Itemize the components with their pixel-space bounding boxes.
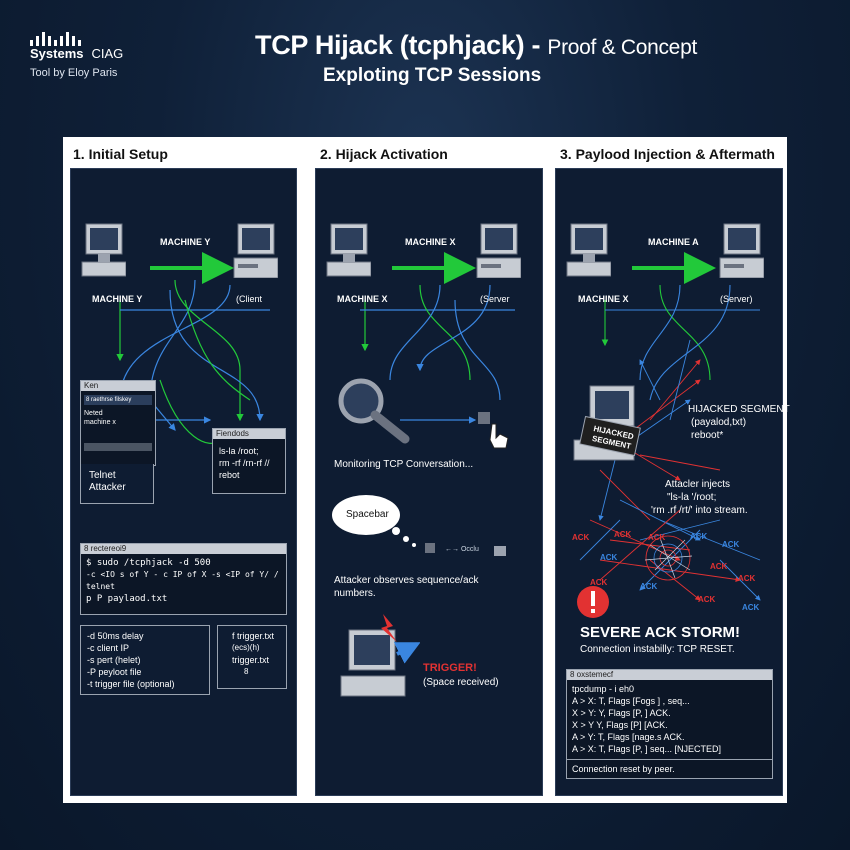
panel-3-left-label: MACHINE X	[578, 294, 629, 304]
panel-3-arrow-label: MACHINE A	[648, 237, 699, 247]
panel-3-right-label: (Server)	[720, 294, 753, 304]
panel-1-right-label: (Client	[236, 294, 263, 304]
ack-label: ACK	[690, 532, 708, 541]
panel-3-flows	[601, 284, 760, 401]
bubble-text: Spacebar	[346, 509, 389, 520]
panel-2-right-label: (Server	[480, 294, 510, 304]
ack-label: ACK	[738, 574, 756, 583]
options-list: -d 50ms delay -c client IP -s pert (hele…	[80, 625, 210, 695]
ack-label: ACK	[640, 582, 658, 591]
monitoring-text: Monitoring TCP Conversation...	[334, 459, 474, 470]
commands-window: Fiendods ls-la /root; rm -rf /rn-rf // r…	[212, 428, 286, 494]
page-title: TCP Hijack (tcphjack) - Proof & Concept	[255, 30, 697, 60]
hijacked-segment-text: HIJACKED SEGMENT (payalod,txt) reboot*	[688, 404, 790, 441]
tcpdump-terminal: 8 oxstemecf tpcdump - i eh0 A > X: T, Fl…	[566, 669, 773, 779]
panel-2-left-label: MACHINE X	[337, 294, 388, 304]
computer-icon	[476, 223, 521, 278]
mini-label: ←→ Occlu	[445, 546, 479, 553]
storm-subtext: Connection instabilly: TCP RESET.	[580, 644, 735, 655]
cisco-logo-icon	[30, 30, 90, 46]
storm-title: SEVERE ACK STORM!	[580, 624, 741, 641]
page-subtitle: Exploting TCP Sessions	[323, 65, 542, 86]
tcphjack-command-terminal: 8 rectereoi9 $ sudo /tcphjack -d 500 -c …	[80, 543, 287, 615]
ack-label: ACK	[600, 553, 618, 562]
ack-label: ACK	[614, 530, 632, 539]
ack-label: ACK	[742, 603, 760, 612]
panel-2-flows	[360, 284, 515, 424]
ack-label: ACK	[648, 533, 666, 542]
panel-3-title: 3. Paylood Injection & Aftermath	[560, 146, 775, 162]
trigger-file-box: f trigger.txt (ecs)(h) trigger.txt 8	[217, 625, 287, 689]
tool-credit: Tool by Eloy Paris	[30, 67, 118, 79]
trigger-label: TRIGGER!	[423, 662, 477, 674]
ack-storm-lines	[579, 339, 761, 601]
panel-1-arrow-label: MACHINE Y	[160, 237, 211, 247]
ack-storm-center	[644, 535, 693, 581]
panel-1-title: 1. Initial Setup	[73, 146, 168, 162]
panel-1-flows	[116, 279, 270, 447]
hijacked-computer-icon	[573, 385, 641, 461]
trigger-computer-icon	[340, 614, 420, 697]
ack-label: ACK	[572, 533, 590, 542]
panel-2-arrow-label: MACHINE X	[405, 237, 456, 247]
computer-icon	[81, 223, 126, 277]
trigger-subtext: (Space received)	[423, 677, 499, 688]
computer-icon	[233, 223, 278, 278]
ack-label: ACK	[722, 540, 740, 549]
panel-1-left-label: MACHINE Y	[92, 294, 143, 304]
ack-label: ACK	[590, 578, 608, 587]
computer-icon	[719, 223, 764, 278]
computer-icon	[566, 223, 611, 277]
packet-icon	[425, 543, 435, 553]
hand-cursor-icon	[478, 412, 509, 449]
warning-icon	[577, 586, 609, 618]
ack-label: ACK	[698, 595, 716, 604]
computer-icon	[326, 223, 371, 277]
panel-2-title: 2. Hijack Activation	[320, 146, 448, 162]
magnifier-icon	[338, 378, 410, 444]
attacker-window: Ken 8 raethrse filskey Neted machine x	[80, 380, 156, 466]
speech-bubble	[332, 495, 416, 547]
packet-icon	[494, 546, 506, 556]
telnet-attacker-box: Telnet Attacker	[80, 464, 154, 504]
inject-text: Attacler injects "ls-la '/root; 'rm .rf …	[651, 479, 748, 516]
ack-label: ACK	[710, 562, 728, 571]
